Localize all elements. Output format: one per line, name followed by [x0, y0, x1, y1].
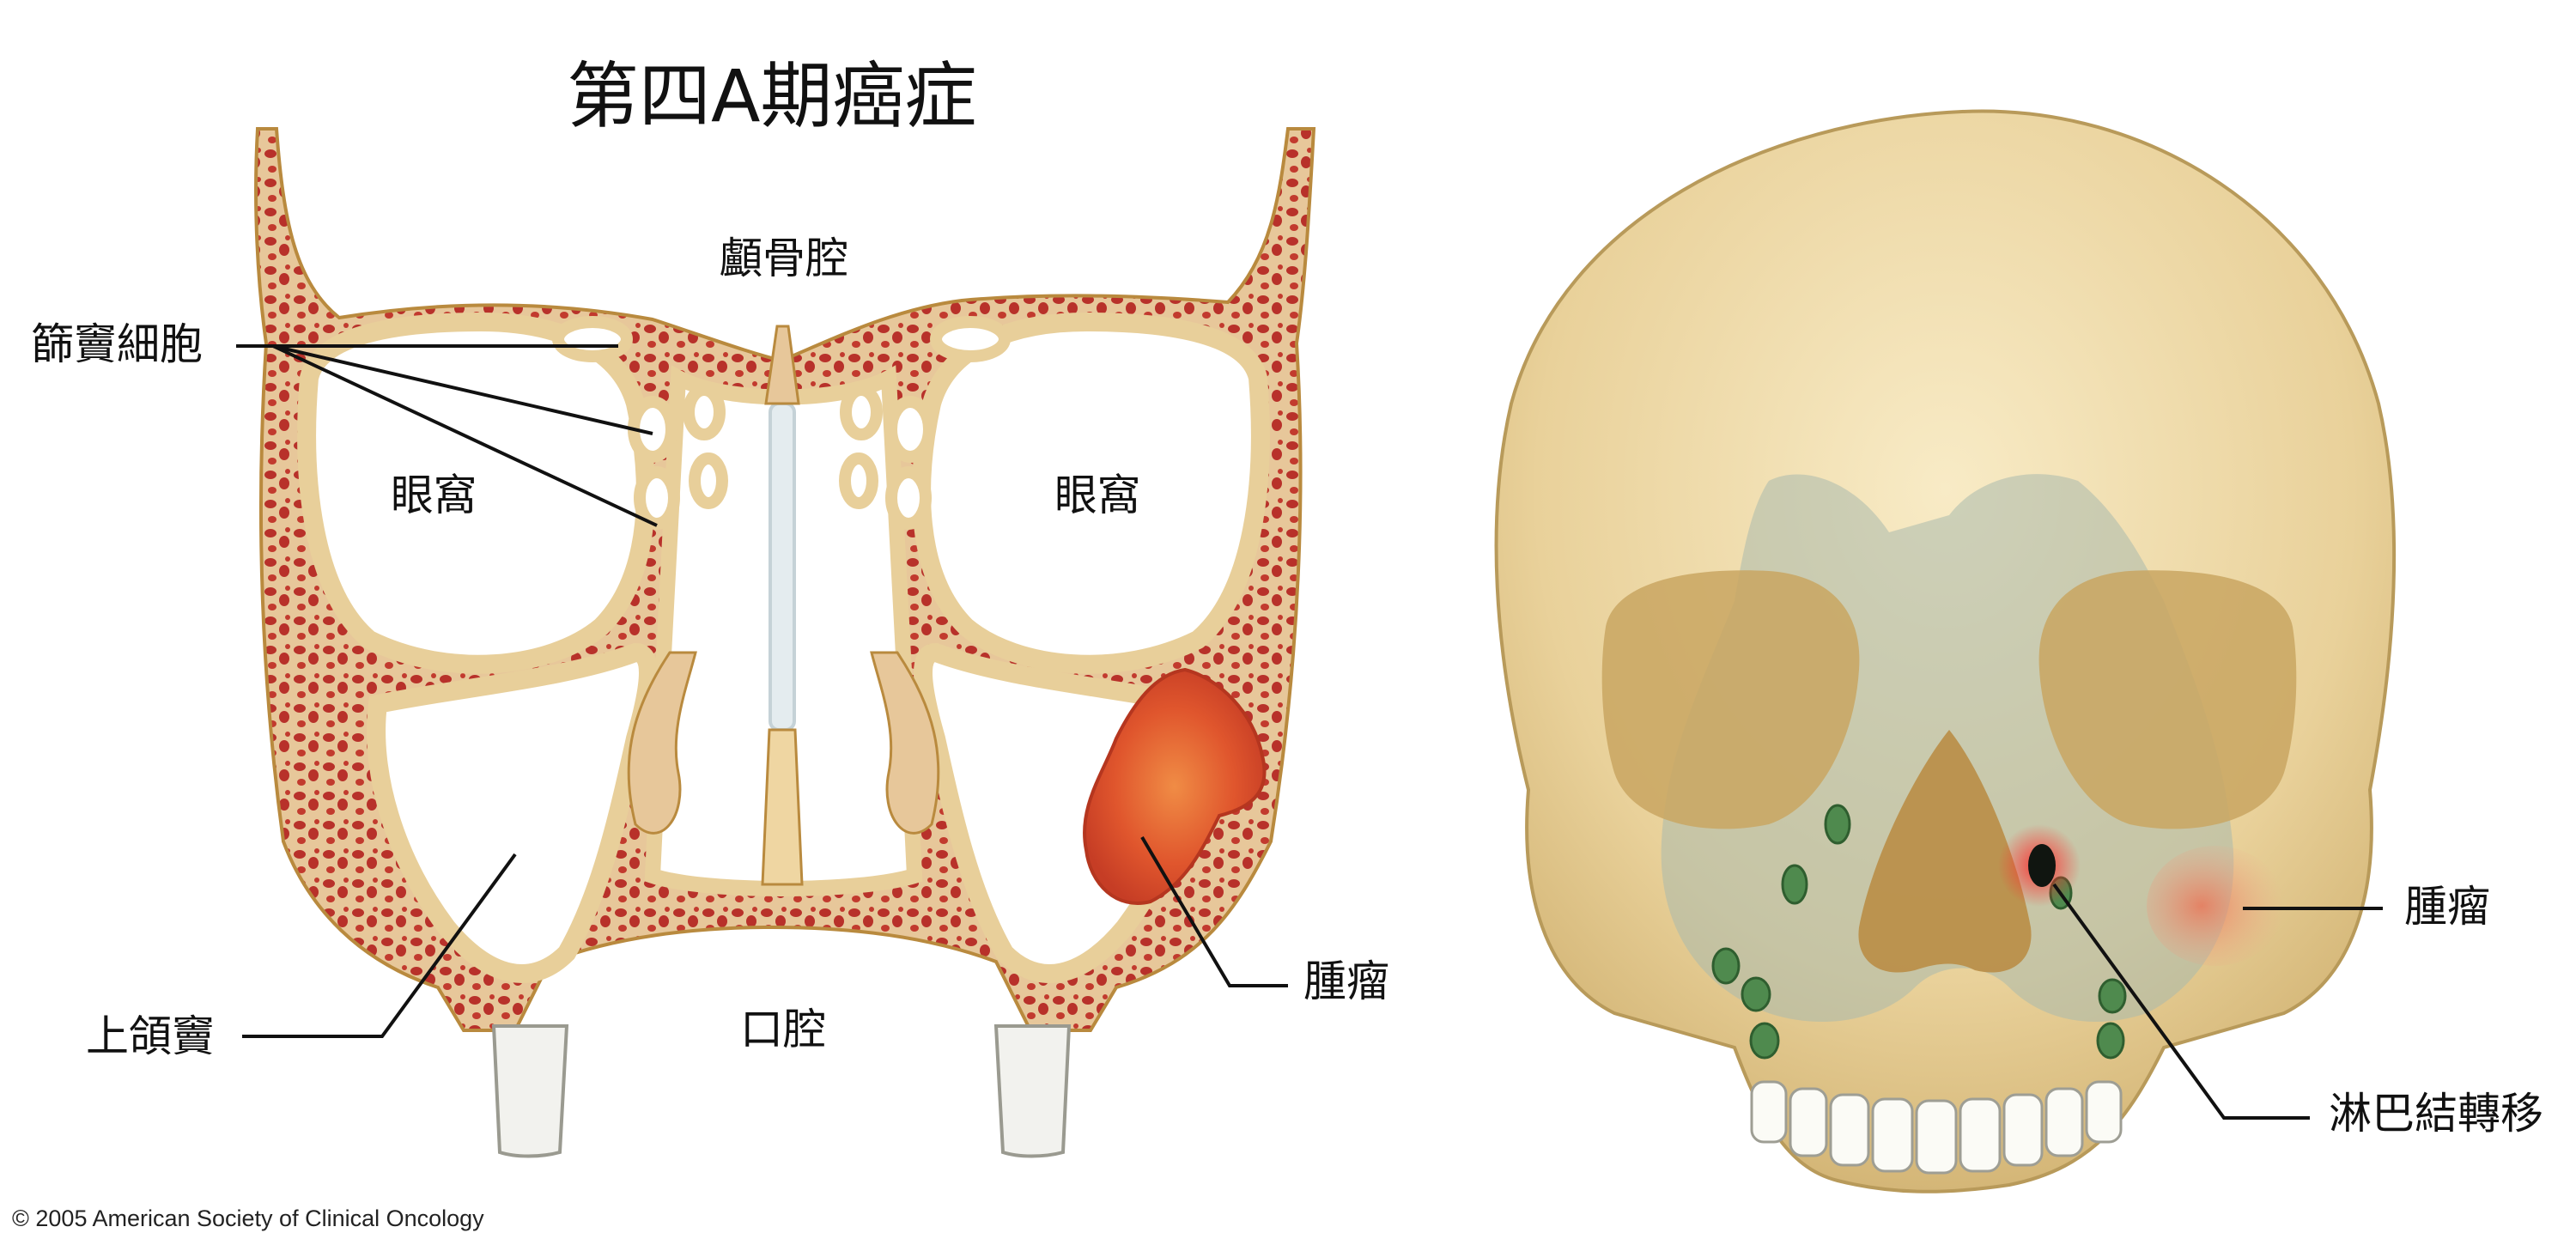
maxillary-leader	[242, 853, 517, 1038]
label-tumor-right: 腫瘤	[2404, 882, 2490, 932]
ethmoid-cells-right	[839, 316, 1011, 530]
left-eye-socket	[1601, 570, 1860, 829]
left-turbinate	[627, 651, 697, 835]
vomer	[761, 728, 804, 886]
lymph-nodes	[1711, 804, 2127, 1060]
cranial-cavity	[301, 129, 1267, 343]
label-lymph-node-metastasis: 淋巴結轉移	[2329, 1089, 2543, 1139]
label-tumor-left: 腫瘤	[1303, 957, 1389, 1006]
upper-teeth	[1750, 1080, 2123, 1175]
left-maxillary-sinus	[367, 642, 658, 983]
left-leader-lines	[236, 344, 1288, 1038]
right-panel-tumor	[2147, 846, 2284, 966]
right-turbinate	[870, 651, 940, 835]
label-cranial-cavity: 顱骨腔	[720, 234, 848, 283]
metastasis-node	[2028, 844, 2056, 887]
right-leader-lines	[2052, 883, 2383, 1120]
ethmoid-leader-3	[272, 344, 658, 527]
nasal-aperture	[1858, 730, 2032, 973]
ethmoid-leader-2	[272, 344, 653, 435]
crista-galli	[764, 325, 800, 405]
left-tooth	[491, 1024, 569, 1158]
tumor-leader-left	[1140, 835, 1288, 987]
copyright-notice: © 2005 American Society of Clinical Onco…	[12, 1206, 484, 1231]
label-oral-cavity: 口腔	[740, 1005, 826, 1054]
right-tooth	[993, 1024, 1072, 1158]
left-orbit	[297, 312, 655, 674]
label-orbit-right: 眼窩	[1054, 471, 1140, 520]
coronal-section	[236, 127, 1316, 1158]
label-maxillary-sinus: 上頜竇	[86, 1011, 215, 1061]
right-eye-socket	[2038, 570, 2297, 829]
right-orbit	[912, 312, 1270, 674]
left-panel-tumor	[1083, 667, 1267, 905]
nasal-septum	[769, 402, 796, 732]
frontal-skull	[1494, 109, 2397, 1193]
label-orbit-left: 眼窩	[391, 471, 477, 520]
metastasis-leader	[2052, 883, 2310, 1120]
page-title: 第四A期癌症	[567, 54, 977, 138]
label-ethmoid-cells: 篩竇細胞	[31, 319, 203, 369]
